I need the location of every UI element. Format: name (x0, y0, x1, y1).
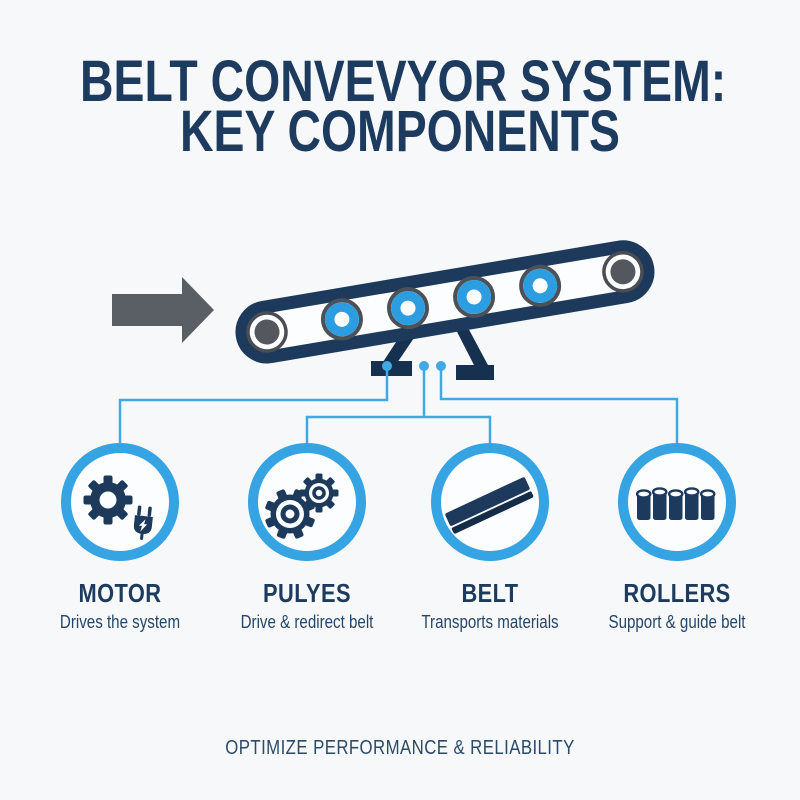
belt-loop (235, 240, 655, 364)
end-pulley (602, 251, 644, 293)
component-description: Support & guide belt (608, 612, 746, 633)
page-title-line2: KEY COMPONENTS (179, 99, 621, 164)
two-gears-icon (248, 443, 366, 561)
plug-icon (133, 505, 153, 540)
component-card-belt: BELT Transports materials (408, 441, 572, 633)
support-foot (456, 365, 494, 380)
lightning-bolt-icon (138, 519, 148, 532)
belt-roller (453, 275, 496, 318)
connector-line (305, 366, 492, 448)
component-label: ROLLERS (623, 578, 731, 608)
support-leg (383, 333, 416, 363)
belt-roller (386, 287, 429, 330)
support-foot (371, 361, 412, 376)
roller-cylinders (635, 487, 716, 520)
connector-dot (419, 361, 429, 371)
component-card-motor: MOTOR Drives the system (38, 441, 202, 633)
belt-strip (445, 477, 534, 534)
component-description: Transports materials (421, 612, 559, 633)
support-legs (371, 322, 494, 380)
page-title: BELT CONVEVYOR SYSTEM: KEY COMPONENTS (80, 49, 727, 164)
component-label: MOTOR (78, 578, 162, 608)
page-title-line1: BELT CONVEVYOR SYSTEM: (80, 49, 727, 114)
footer-tagline: OPTIMIZE PERFORMANCE & RELIABILITY (225, 737, 575, 759)
roller-cylinders-icon (618, 443, 736, 561)
component-description: Drives the system (59, 612, 181, 633)
connector-line (439, 366, 679, 448)
connector-dot (382, 361, 392, 371)
gear-icon (83, 475, 133, 525)
belt-slab-icon (431, 443, 549, 561)
component-label: BELT (461, 578, 519, 608)
connector-line (118, 366, 389, 448)
gear-with-plug-icon (61, 443, 179, 561)
end-pulley (246, 311, 288, 353)
component-description: Drive & redirect belt (240, 612, 374, 633)
connector-dots (382, 361, 446, 371)
large-gear-icon (265, 489, 315, 539)
connector-dot (436, 361, 446, 371)
belt-roller (519, 264, 562, 307)
connector-lines (118, 366, 679, 448)
component-card-pulleys: PULYES Drive & redirect belt (225, 441, 389, 633)
component-label: PULYES (263, 578, 351, 608)
small-gear-icon (299, 473, 339, 513)
belt-roller (320, 298, 363, 341)
conveyor-belt (235, 240, 655, 364)
support-leg (452, 322, 489, 367)
flow-arrow-icon (112, 277, 214, 343)
component-card-rollers: ROLLERS Support & guide belt (595, 441, 759, 633)
